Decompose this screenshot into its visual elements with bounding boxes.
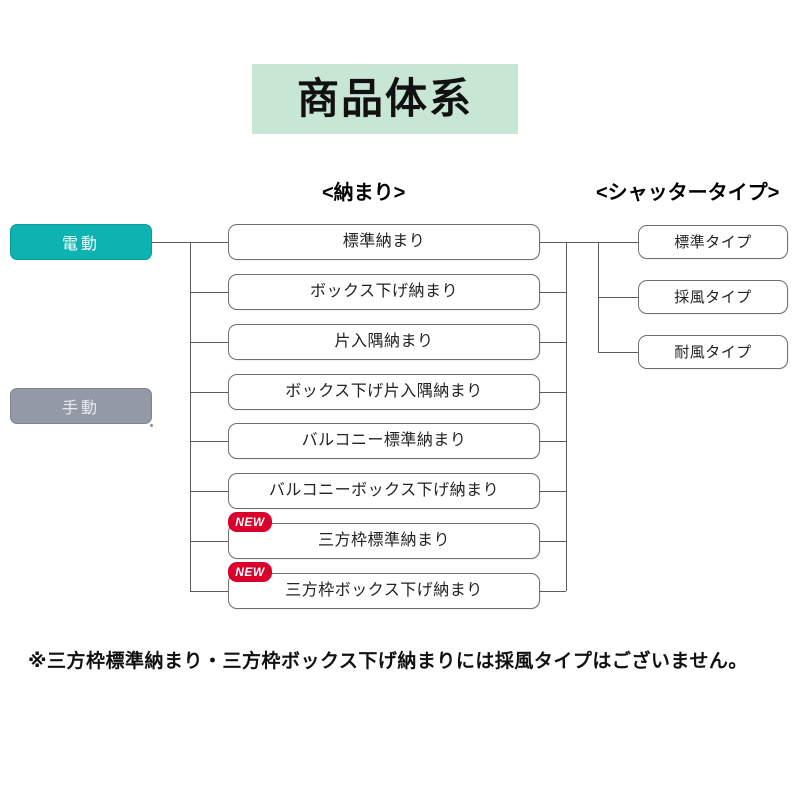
connector-right-branch-7: [540, 541, 566, 542]
connector-shutter-branch-2: [598, 297, 638, 298]
connector-right-branch-5: [540, 441, 566, 442]
connector-right-branch-6: [540, 491, 566, 492]
shutter-type-label-2: 採風タイプ: [674, 288, 752, 306]
connector-left-branch-7: [190, 541, 228, 542]
new-badge-osamari-8: NEW: [228, 562, 272, 582]
connector-shutter-branch-3: [598, 352, 638, 353]
osamari-label-3: 片入隅納まり: [334, 333, 434, 350]
connector-left-branch-2: [190, 292, 228, 293]
osamari-label-5: バルコニー標準納まり: [301, 432, 467, 449]
osamari-box-8[interactable]: 三方枠ボックス下げ納まり: [228, 573, 540, 609]
shutter-type-label-3: 耐風タイプ: [674, 343, 752, 361]
category-label-denki: 電動: [61, 236, 100, 253]
osamari-box-5[interactable]: バルコニー標準納まり: [228, 423, 540, 459]
category-button-denki[interactable]: 電動: [10, 224, 152, 260]
shutter-type-box-1[interactable]: 標準タイプ: [638, 225, 788, 259]
shutter-type-box-2[interactable]: 採風タイプ: [638, 280, 788, 314]
osamari-box-4[interactable]: ボックス下げ片入隅納まり: [228, 374, 540, 410]
footnote-text: ※三方枠標準納まり・三方枠ボックス下げ納まりには採風タイプはございません。: [28, 651, 748, 672]
connector-right-branch-8: [540, 591, 566, 592]
page-title: 商品体系: [296, 75, 473, 122]
shutter-type-label-1: 標準タイプ: [674, 233, 752, 251]
shudo-marker-dot: [150, 424, 153, 427]
category-label-shudo: 手動: [61, 400, 100, 417]
connector-denki-stub: [152, 242, 190, 243]
shutter-type-box-3[interactable]: 耐風タイプ: [638, 335, 788, 369]
connector-shutter-branch-1: [598, 242, 638, 243]
osamari-box-2[interactable]: ボックス下げ納まり: [228, 274, 540, 310]
connector-left-trunk: [190, 242, 191, 591]
connector-left-branch-6: [190, 491, 228, 492]
connector-right-branch-2: [540, 292, 566, 293]
osamari-box-7[interactable]: 三方枠標準納まり: [228, 523, 540, 559]
page-title-banner: 商品体系: [252, 64, 518, 134]
connector-left-branch-5: [190, 441, 228, 442]
osamari-label-4: ボックス下げ片入隅納まり: [285, 383, 483, 400]
osamari-label-1: 標準納まり: [342, 233, 426, 250]
connector-left-branch-4: [190, 392, 228, 393]
connector-right-collector-trunk: [566, 242, 567, 591]
connector-right-branch-3: [540, 342, 566, 343]
column-header-osamari: <納まり>: [322, 182, 406, 204]
osamari-label-2: ボックス下げ納まり: [309, 283, 459, 300]
osamari-box-6[interactable]: バルコニーボックス下げ納まり: [228, 473, 540, 509]
connector-collector-to-shutter-bridge: [566, 242, 598, 243]
connector-right-branch-4: [540, 392, 566, 393]
osamari-label-6: バルコニーボックス下げ納まり: [268, 482, 500, 499]
connector-left-branch-3: [190, 342, 228, 343]
osamari-label-7: 三方枠標準納まり: [317, 532, 450, 549]
osamari-box-1[interactable]: 標準納まり: [228, 224, 540, 260]
connector-left-branch-1: [190, 242, 228, 243]
column-header-shutter-type: <シャッタータイプ>: [596, 182, 780, 204]
osamari-box-3[interactable]: 片入隅納まり: [228, 324, 540, 360]
connector-right-branch-1: [540, 242, 566, 243]
new-badge-osamari-7: NEW: [228, 512, 272, 532]
osamari-label-8: 三方枠ボックス下げ納まり: [285, 582, 483, 599]
category-button-shudo[interactable]: 手動: [10, 388, 152, 424]
connector-left-branch-8: [190, 591, 228, 592]
